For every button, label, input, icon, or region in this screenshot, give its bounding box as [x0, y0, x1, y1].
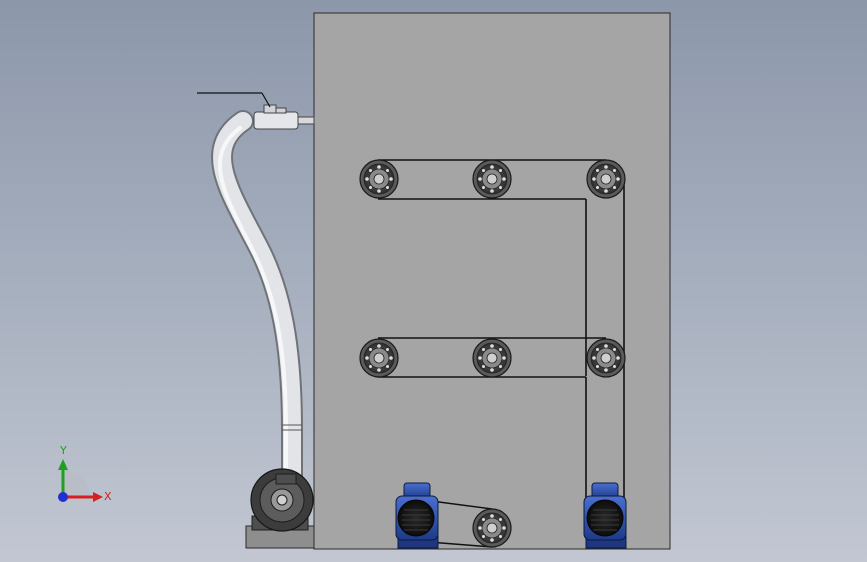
- triad-x-arrow: [93, 492, 103, 502]
- drive-motor-right[interactable]: [583, 482, 627, 549]
- blower-unit[interactable]: [245, 468, 315, 549]
- annotation-leader-line: [197, 92, 271, 108]
- pulley-upper-center[interactable]: [472, 159, 512, 199]
- pulley-middle-left[interactable]: [359, 338, 399, 378]
- triad-z-axis: [58, 492, 68, 502]
- triad-x-label: X: [104, 490, 112, 503]
- pulley-upper-left[interactable]: [359, 159, 399, 199]
- drive-motor-left[interactable]: [395, 482, 439, 549]
- flexible-hose[interactable]: [211, 110, 303, 496]
- pulley-upper-right[interactable]: [586, 159, 626, 199]
- hose-nozzle[interactable]: [253, 104, 315, 130]
- triad-y-label: Y: [59, 444, 67, 457]
- pulley-middle-right[interactable]: [586, 338, 626, 378]
- machine-frame-panel[interactable]: [313, 12, 671, 550]
- coordinate-triad: Y X: [58, 444, 112, 503]
- triad-y-arrow: [58, 459, 68, 470]
- pulley-middle-center[interactable]: [472, 338, 512, 378]
- pulley-lower-idler[interactable]: [472, 508, 512, 548]
